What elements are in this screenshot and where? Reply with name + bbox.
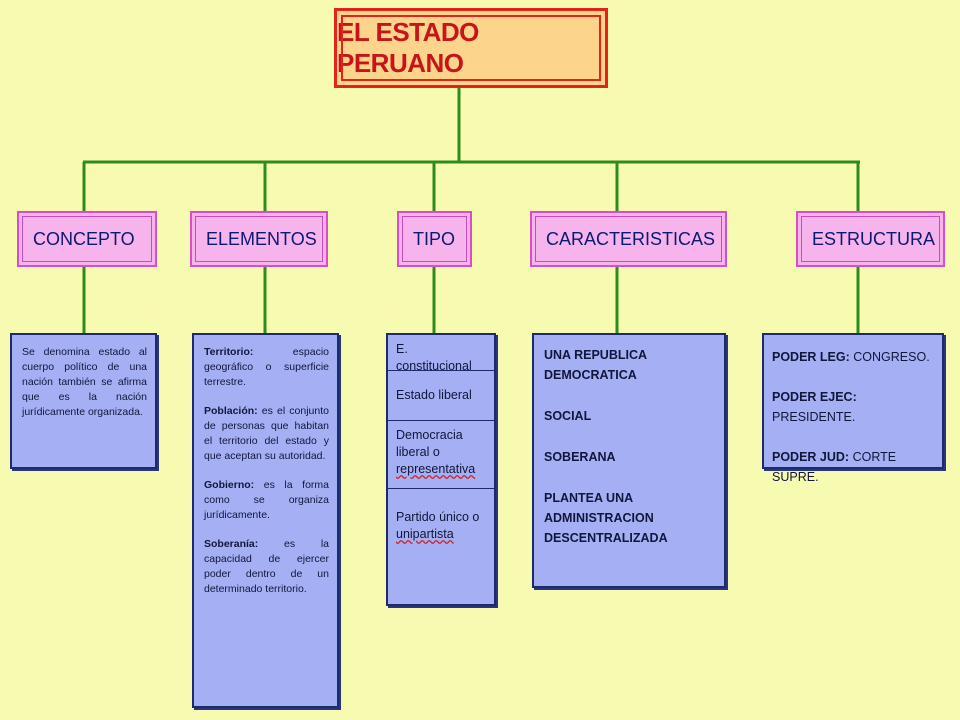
tipo-item-liberal: Estado liberal <box>388 371 494 421</box>
category-tipo-label: TIPO <box>413 228 456 249</box>
elemento-soberania-desc: es la capacidad de ejercer poder dentro … <box>204 538 329 595</box>
tipo-unipartista-text: unipartista <box>396 527 454 541</box>
category-concepto: CONCEPTO <box>17 211 157 267</box>
estructura-judicial-desc: CORTE SUPRE. <box>772 450 897 484</box>
elemento-territorio-desc: espacio geográfico o superficie terrestr… <box>204 346 329 388</box>
estructura-judicial: PODER JUD: CORTE SUPRE. <box>772 447 934 487</box>
tipo-partido-unico-text: Partido único o <box>396 510 480 524</box>
caracteristica-soberana: SOBERANA <box>544 450 616 464</box>
elemento-territorio: Territorio: espacio geográfico o superfi… <box>204 345 329 390</box>
caracteristica-republica: UNA REPUBLICA DEMOCRATICA <box>544 348 647 382</box>
tipo-item-constitucional: E. constitucional <box>388 335 494 373</box>
elemento-gobierno: Gobierno: es la forma como se organiza j… <box>204 478 329 523</box>
elemento-gobierno-term: Gobierno: <box>204 479 255 491</box>
category-concepto-label: CONCEPTO <box>33 228 135 249</box>
estructura-legislativo: PODER LEG: CONGRESO. <box>772 347 934 367</box>
elemento-soberania-term: Soberanía: <box>204 538 259 550</box>
category-elementos-label: ELEMENTOS <box>206 228 317 249</box>
elemento-poblacion-desc: es el conjunto de personas que habitan e… <box>204 405 329 462</box>
concepto-text: Se denomina estado al cuerpo político de… <box>22 346 147 418</box>
category-estructura: ESTRUCTURA <box>796 211 945 267</box>
main-title-box: EL ESTADO PERUANO <box>334 8 608 88</box>
estructura-ejecutivo-desc: PRESIDENTE. <box>772 410 856 424</box>
elemento-poblacion: Población: es el conjunto de personas qu… <box>204 404 329 464</box>
category-caracteristicas: CARACTERISTICAS <box>530 211 727 267</box>
elemento-poblacion-term: Población: <box>204 405 258 417</box>
caracteristica-social: SOCIAL <box>544 409 592 423</box>
tipo-content: E. constitucional Estado liberal Democra… <box>386 333 496 606</box>
tipo-item-partido-unico: Partido único o unipartista <box>388 489 494 547</box>
concepto-content: Se denomina estado al cuerpo político de… <box>10 333 157 469</box>
estructura-ejecutivo: PODER EJEC: PRESIDENTE. <box>772 387 934 427</box>
tipo-item-democracia: Democracia liberal o representativa <box>388 421 494 489</box>
elemento-territorio-term: Territorio: <box>204 346 254 358</box>
category-elementos: ELEMENTOS <box>190 211 328 267</box>
category-caracteristicas-label: CARACTERISTICAS <box>546 228 716 249</box>
category-tipo: TIPO <box>397 211 472 267</box>
estructura-legislativo-desc: CONGRESO. <box>849 350 930 364</box>
main-title: EL ESTADO PERUANO <box>337 17 479 78</box>
elemento-gobierno-desc: es la forma como se organiza jurídicamen… <box>204 479 329 521</box>
tipo-representativa-text: representativa <box>396 462 476 476</box>
tipo-liberal-text: Estado liberal <box>396 388 472 402</box>
caracteristica-descentralizada: PLANTEA UNA ADMINISTRACION DESCENTRALIZA… <box>544 491 668 545</box>
elementos-content: Territorio: espacio geográfico o superfi… <box>192 333 339 708</box>
caracteristicas-content: UNA REPUBLICA DEMOCRATICA SOCIAL SOBERAN… <box>532 333 726 588</box>
elemento-soberania: Soberanía: es la capacidad de ejercer po… <box>204 537 329 597</box>
category-estructura-label: ESTRUCTURA <box>812 228 936 249</box>
tipo-democracia-text: Democracia liberal o <box>396 428 463 459</box>
estructura-content: PODER LEG: CONGRESO. PODER EJEC: PRESIDE… <box>762 333 944 484</box>
estructura-judicial-term: PODER JUD: <box>772 450 850 464</box>
estructura-legislativo-term: PODER LEG: <box>772 350 850 364</box>
estructura-ejecutivo-term: PODER EJEC: <box>772 390 857 404</box>
tipo-constitucional-text: E. constitucional <box>396 342 472 373</box>
